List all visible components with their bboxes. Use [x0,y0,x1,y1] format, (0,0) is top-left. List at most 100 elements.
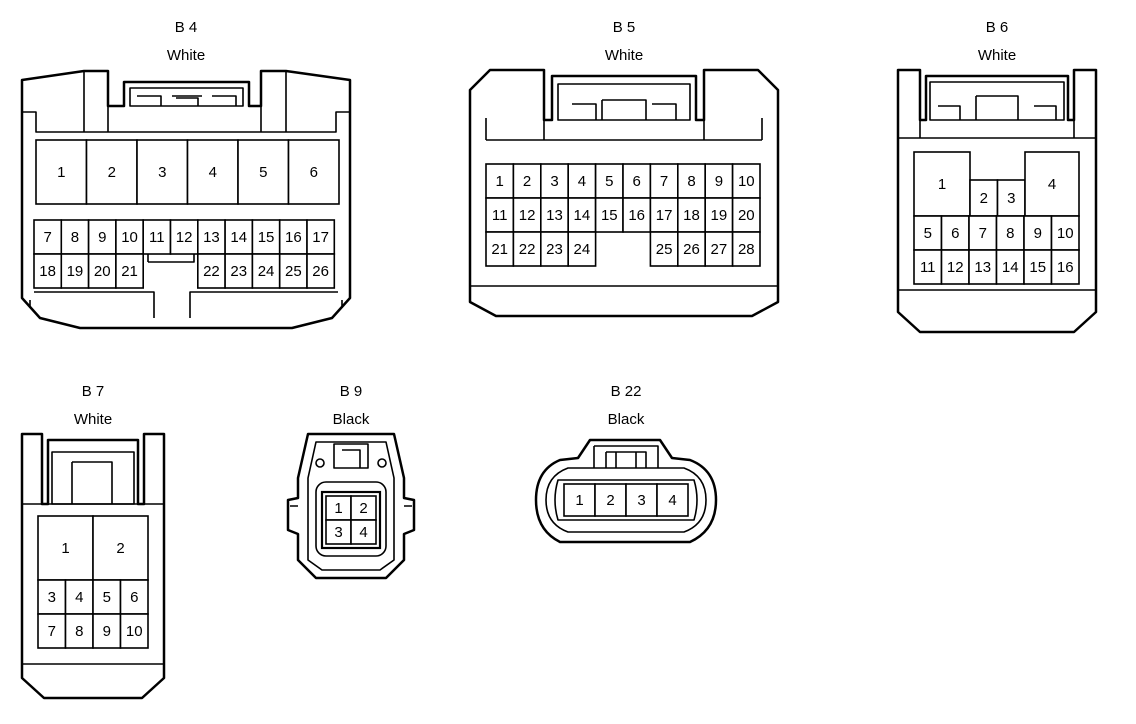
pin-cell [119,613,149,649]
pin-cell [594,483,627,517]
pin-cell [731,231,761,267]
pin-number: 3 [334,524,342,541]
pin-number: 2 [359,500,367,517]
connector-b9-color: Black [333,411,370,428]
pin-cell [1023,215,1053,251]
pin-cell [1050,215,1080,251]
pin-number: 1 [334,500,342,517]
pin-number: 11 [920,259,936,276]
pin-number: 15 [1029,259,1046,276]
pin-cell [995,249,1025,285]
pin-cell [325,495,352,521]
pin-number: 17 [312,229,329,246]
pin-cell [37,579,67,615]
pin-number: 8 [687,173,695,190]
connector-b22-housing [534,438,718,544]
pin-cell [704,197,734,233]
pin-number: 5 [924,225,932,242]
pin-number: 9 [98,229,106,246]
pin-number: 4 [75,589,83,606]
pin-number: 14 [1002,259,1019,276]
pin-number: 13 [203,229,220,246]
pin-cell [567,231,597,267]
connector-b7-housing [20,432,166,700]
pin-cell [968,249,998,285]
pin-cell [115,253,145,289]
pin-number: 14 [574,207,591,224]
pin-number: 15 [601,207,618,224]
pin-number: 20 [94,263,111,280]
pin-number: 6 [130,589,138,606]
pin-number: 4 [359,524,367,541]
pin-number: 11 [149,229,165,246]
pin-number: 21 [491,241,508,258]
connector-b4-id: B 4 [175,19,198,36]
pin-number: 16 [628,207,645,224]
pin-cell [306,253,336,289]
pin-cell [995,215,1025,251]
pin-cell [350,519,377,545]
pin-cell [197,219,226,255]
pin-number: 9 [715,173,723,190]
pin-number: 1 [575,492,583,509]
pin-cell [563,483,596,517]
pin-cell [940,215,970,251]
pin-number: 7 [660,173,668,190]
pin-number: 24 [574,241,591,258]
connector-b7-color: White [74,411,112,428]
pin-number: 26 [683,241,700,258]
pin-cell [485,197,515,233]
pin-cell [119,579,149,615]
connector-b5-color: White [605,47,643,64]
pin-cell [33,253,63,289]
pin-cell [656,483,689,517]
pin-number: 2 [980,190,988,207]
pin-number: 4 [668,492,676,509]
pin-number: 7 [43,229,51,246]
connector-b6-housing [896,68,1098,334]
pin-number: 13 [546,207,563,224]
pin-number: 16 [1057,259,1074,276]
pin-number: 26 [312,263,329,280]
pin-number: 18 [39,263,56,280]
pin-number: 3 [637,492,645,509]
pin-number: 5 [103,589,111,606]
pin-cell [485,231,515,267]
connector-b9-housing [286,432,416,580]
pin-number: 4 [578,173,586,190]
pin-number: 20 [738,207,755,224]
pin-number: 16 [285,229,302,246]
pin-number: 23 [546,241,563,258]
pin-number: 2 [108,164,116,181]
pin-number: 8 [71,229,79,246]
pin-number: 10 [126,623,143,640]
pin-cell [969,179,999,217]
pin-number: 12 [176,229,193,246]
pin-number: 8 [1006,225,1014,242]
pin-number: 19 [711,207,728,224]
pin-gap-notch [147,254,195,263]
pin-number: 27 [711,241,728,258]
pin-cell [567,197,597,233]
pin-number: 19 [67,263,84,280]
pin-number: 9 [103,623,111,640]
pin-cell [968,215,998,251]
connector-b6-id: B 6 [986,19,1009,36]
pin-number: 3 [158,164,166,181]
pin-number: 4 [209,164,217,181]
pin-number: 12 [519,207,536,224]
pin-number: 6 [310,164,318,181]
pin-number: 9 [1034,225,1042,242]
pin-cell [676,231,706,267]
pin-number: 7 [979,225,987,242]
pin-cell [325,519,352,545]
pin-cell [512,231,542,267]
pin-cell [64,579,94,615]
pin-number: 2 [606,492,614,509]
pin-cell [649,197,679,233]
pin-number: 10 [738,173,755,190]
